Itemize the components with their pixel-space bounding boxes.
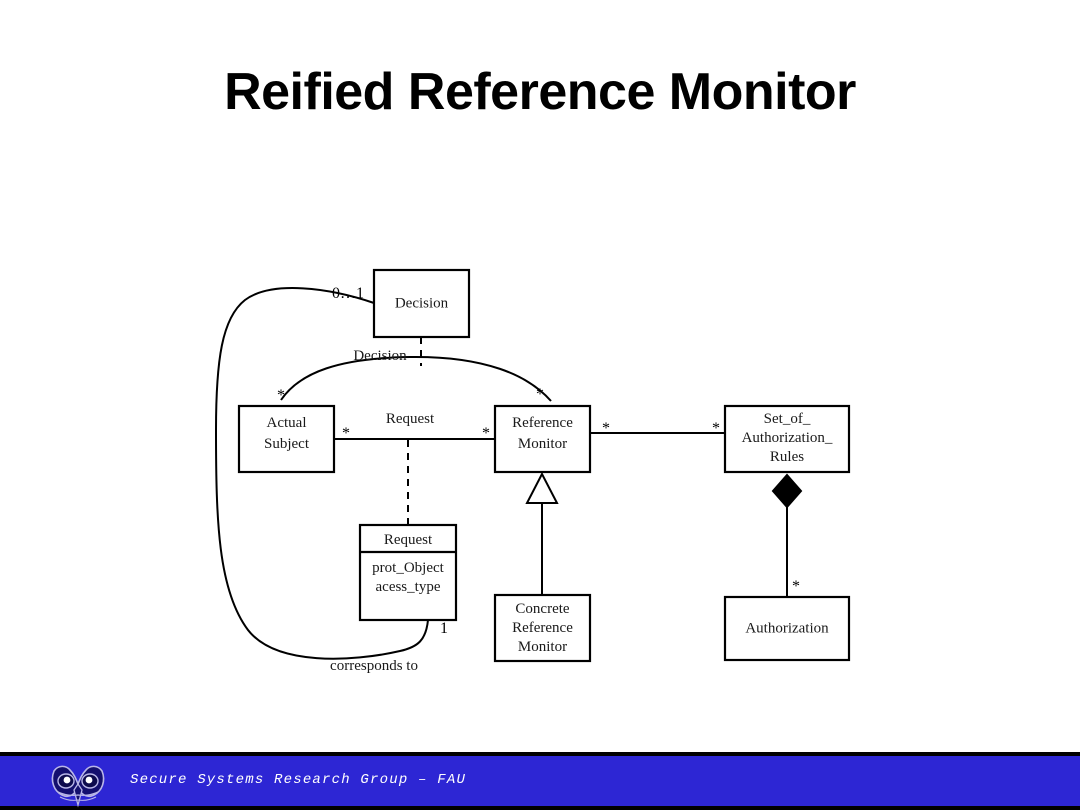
multiplicity-reference-monitor-decision: * xyxy=(536,386,544,403)
association-decision-line xyxy=(280,355,552,402)
multiplicity-reference-monitor-rules: * xyxy=(602,420,610,437)
class-name-reference-monitor-line1: Reference xyxy=(512,415,573,431)
class-name-decision: Decision xyxy=(395,295,449,311)
association-corresponds-to-line xyxy=(214,287,429,660)
association-label-corresponds-to: corresponds to xyxy=(330,658,418,674)
class-box-authorization[interactable] xyxy=(723,595,851,662)
generalization-triangle-icon xyxy=(525,471,559,504)
class-box-decision[interactable] xyxy=(372,268,471,339)
multiplicity-authorization-many: * xyxy=(792,578,800,595)
multiplicity-actual-subject-decision: * xyxy=(277,387,285,404)
association-label-decision: Decision xyxy=(353,348,407,364)
multiplicity-request-one: 1 xyxy=(440,620,448,637)
class-name-authorization: Authorization xyxy=(745,620,829,636)
class-name-set-of-rules-line3: Rules xyxy=(770,449,804,465)
class-name-concrete-rm-line1: Concrete xyxy=(515,601,569,617)
footer-text: Secure Systems Research Group – FAU xyxy=(130,772,467,788)
multiplicity-decision-zero-one: 0…1 xyxy=(332,285,364,302)
page-title: Reified Reference Monitor xyxy=(224,63,856,121)
class-name-reference-monitor-line2: Monitor xyxy=(518,436,567,452)
multiplicity-actual-subject-request: * xyxy=(342,425,350,442)
uml-class-diagram: Decision Actual Subject Reference Monito… xyxy=(214,268,851,674)
footer-bar: Secure Systems Research Group – FAU xyxy=(0,752,1080,810)
class-name-actual-subject-line1: Actual xyxy=(267,415,307,431)
class-box-set-of-authorization-rules[interactable] xyxy=(723,404,851,474)
multiplicity-reference-monitor-request: * xyxy=(482,425,490,442)
class-name-actual-subject-line2: Subject xyxy=(264,436,310,452)
multiplicity-rules-reference-monitor: * xyxy=(712,420,720,437)
class-name-concrete-rm-line3: Monitor xyxy=(518,639,567,655)
class-name-set-of-rules-line1: Set_of_ xyxy=(764,411,811,427)
class-box-request[interactable] xyxy=(358,523,458,622)
association-label-request: Request xyxy=(386,411,435,427)
owl-logo xyxy=(51,765,105,808)
class-name-set-of-rules-line2: Authorization_ xyxy=(742,430,833,446)
composition-diamond-icon xyxy=(771,473,803,509)
class-name-request: Request xyxy=(384,532,433,548)
class-attribute-acess-type: acess_type xyxy=(376,579,441,595)
class-box-actual-subject[interactable] xyxy=(237,404,336,474)
class-name-concrete-rm-line2: Reference xyxy=(512,620,573,636)
class-box-concrete-reference-monitor[interactable] xyxy=(493,593,592,663)
class-attribute-prot-object: prot_Object xyxy=(372,560,444,576)
class-box-reference-monitor[interactable] xyxy=(493,404,592,474)
